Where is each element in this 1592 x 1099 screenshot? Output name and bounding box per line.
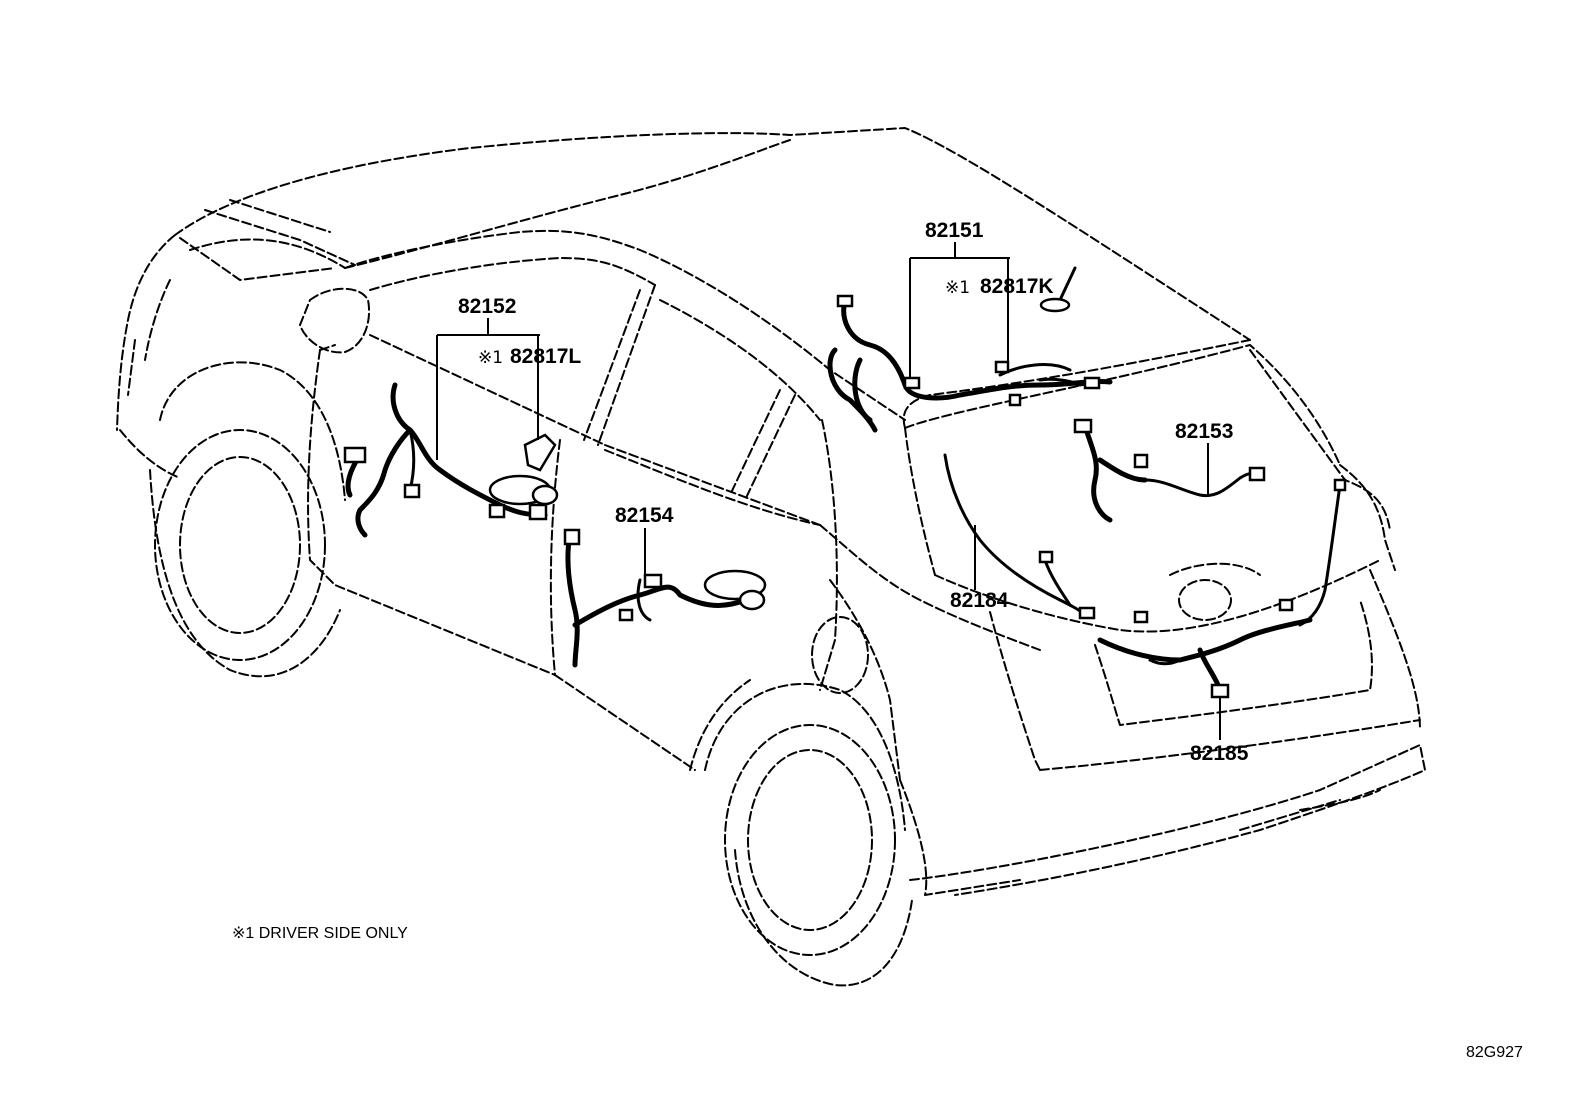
label-82153: 82153 [1175, 420, 1233, 443]
note-mark-82817K: ※1 [945, 278, 970, 298]
callout-82151: 82151 ※1 82817K [909, 219, 1054, 378]
callout-82153: 82153 [1175, 420, 1233, 495]
label-82817L: 82817L [510, 345, 581, 368]
note-mark-82817L: ※1 [478, 348, 503, 368]
harness-82184 [943, 453, 1096, 620]
car-body-outline [116, 127, 1426, 987]
harness-82152 [343, 382, 559, 538]
label-82185: 82185 [1190, 742, 1249, 765]
label-82184: 82184 [950, 589, 1009, 612]
roof-antenna [1039, 266, 1077, 313]
footnote-driver-side: ※1 DRIVER SIDE ONLY [232, 925, 408, 942]
label-82154: 82154 [615, 504, 674, 527]
callout-82152: 82152 ※1 82817L [436, 295, 581, 460]
label-82152: 82152 [458, 295, 516, 318]
label-82817K: 82817K [980, 275, 1054, 298]
callout-82185: 82185 [1190, 697, 1249, 765]
harness-82153 [1073, 418, 1266, 523]
harness-82154 [563, 528, 767, 668]
harness-82185 [1097, 478, 1347, 699]
callout-82154: 82154 [615, 504, 674, 575]
label-82151: 82151 [925, 219, 984, 242]
diagram-ref-code: 82G927 [1466, 1044, 1523, 1061]
harness-82151 [827, 294, 1113, 433]
callout-82184: 82184 [950, 525, 1009, 612]
